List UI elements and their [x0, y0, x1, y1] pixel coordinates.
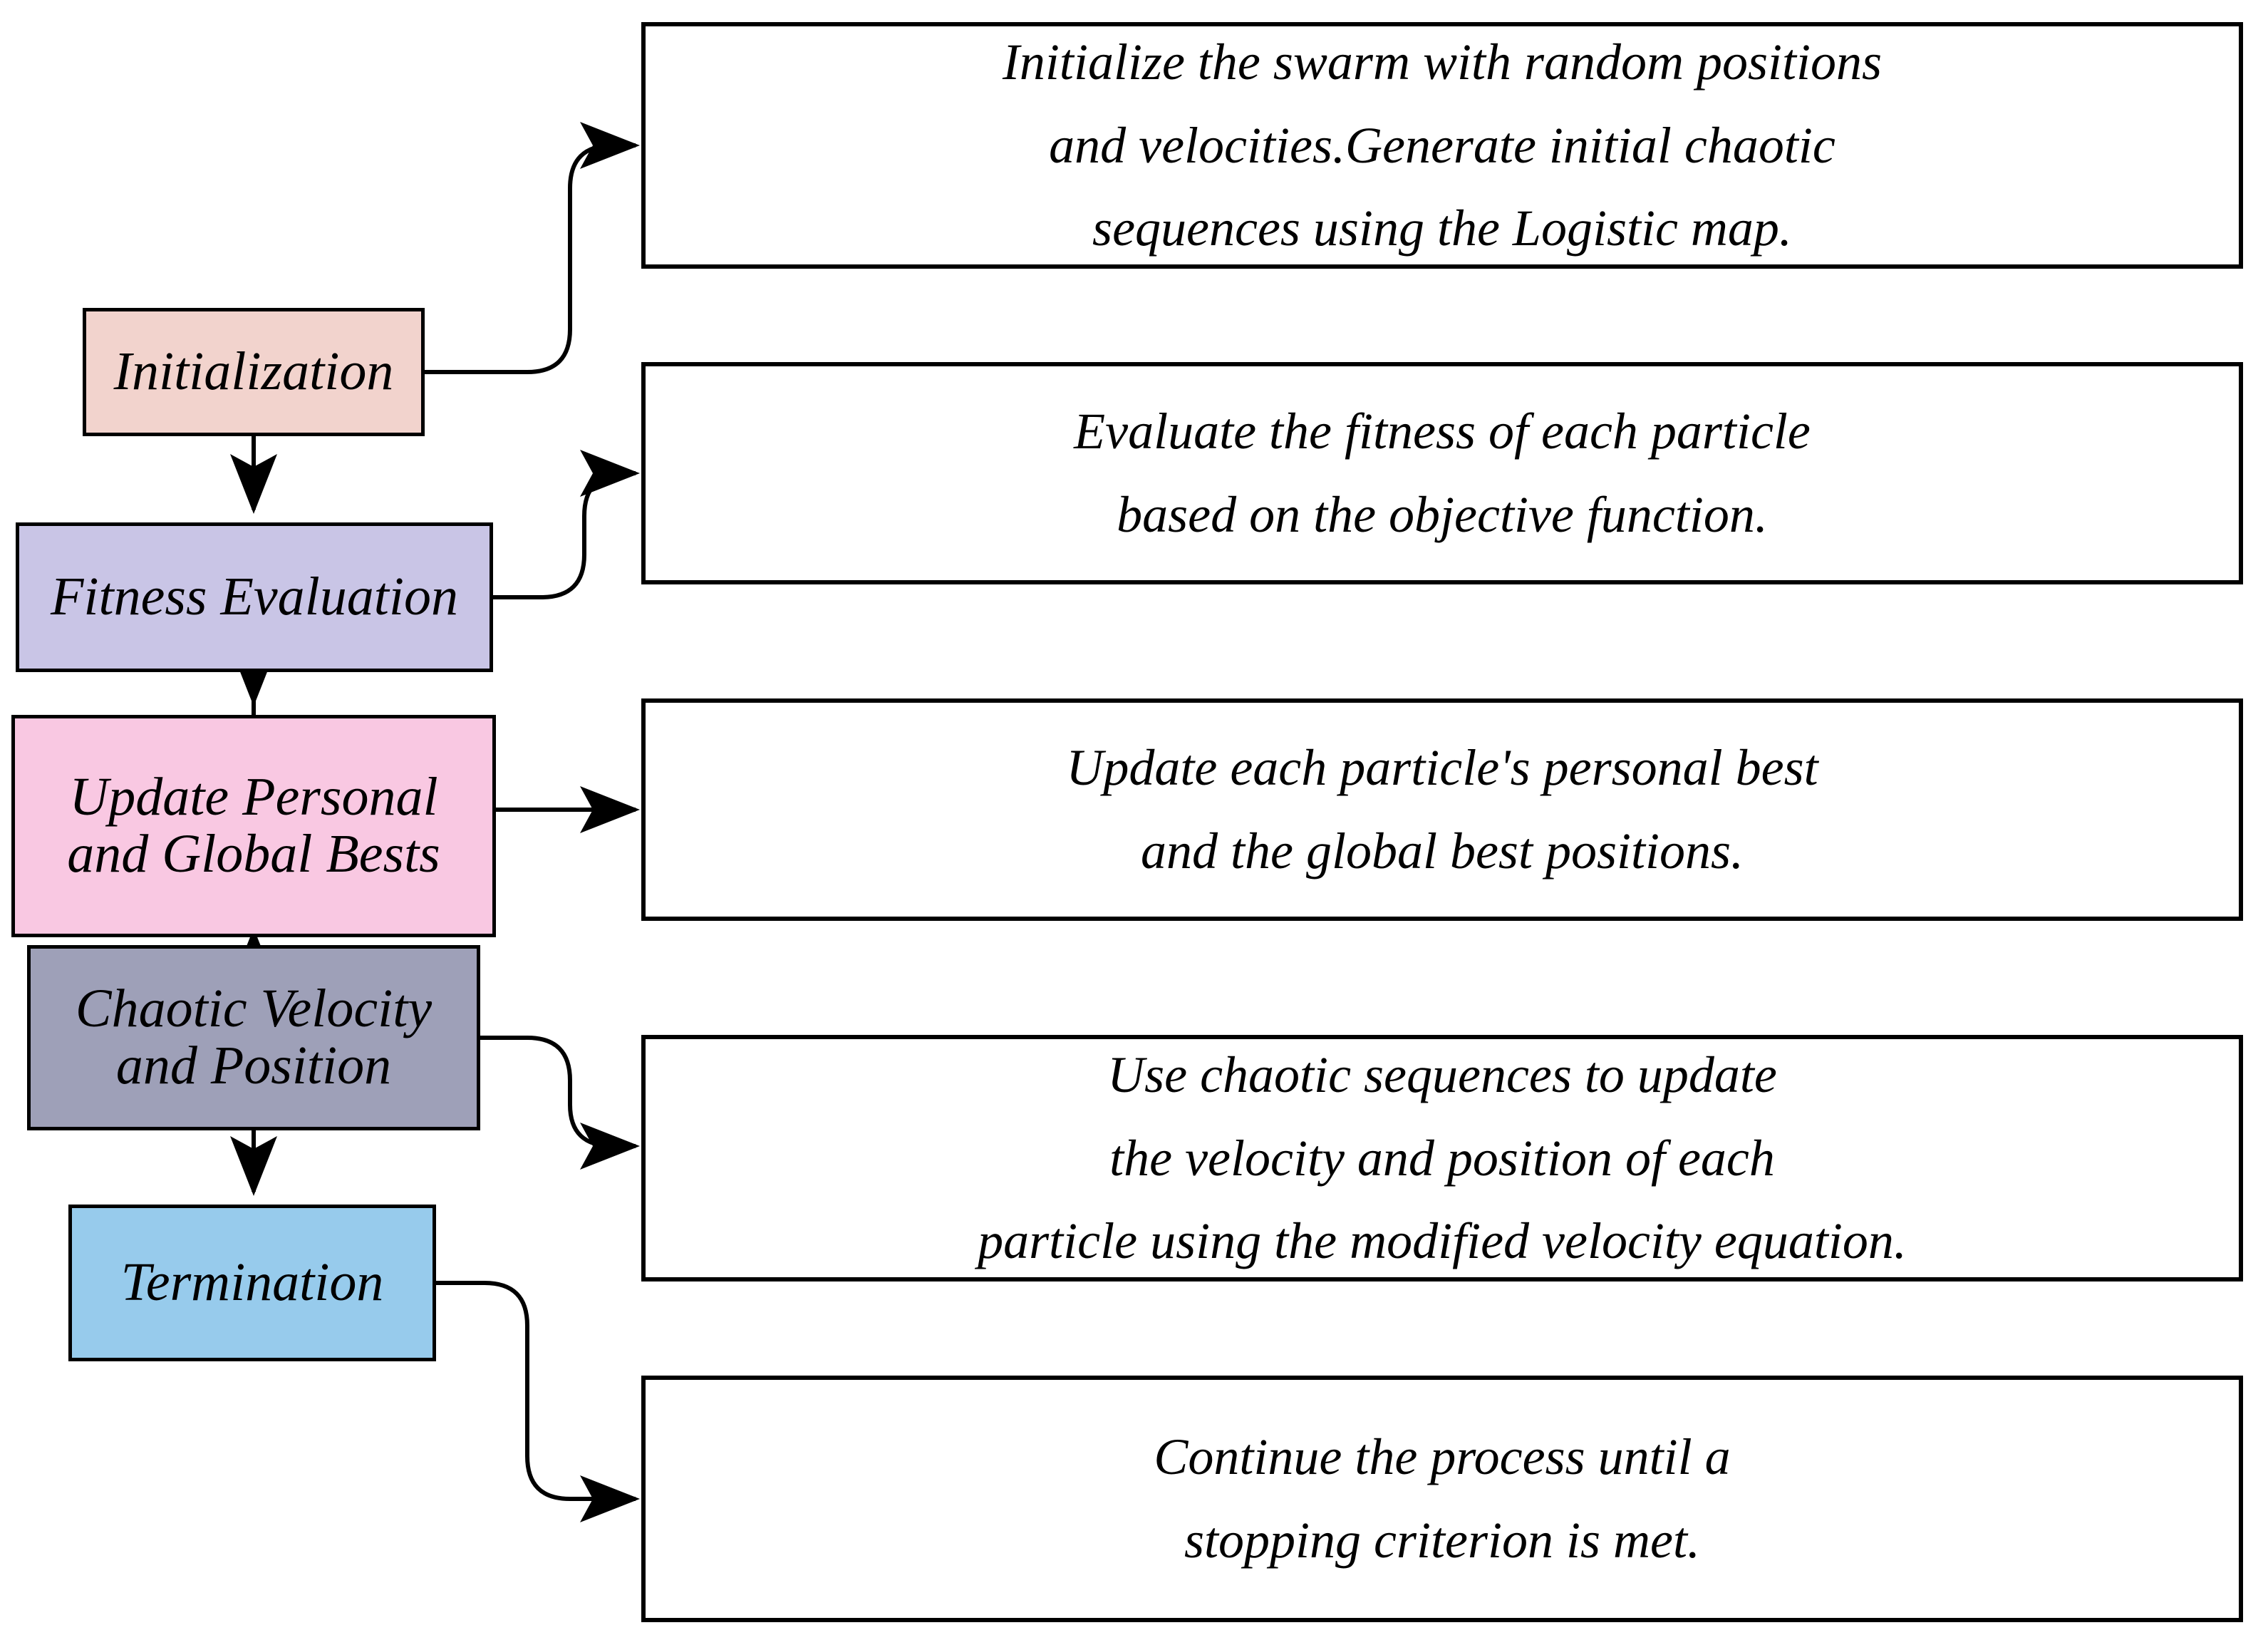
node-label: Fitness Evaluation: [50, 567, 459, 627]
description-box-update-bests: Update each particle's personal best and…: [641, 698, 2243, 921]
node-initialization[interactable]: Initialization: [83, 308, 425, 436]
node-termination[interactable]: Termination: [68, 1205, 436, 1361]
node-label: Chaotic Velocity and Position: [75, 979, 433, 1095]
annotation-arrow-termination: [436, 1281, 640, 1522]
node-label: Termination: [120, 1252, 384, 1313]
description-text: Initialize the swarm with random positio…: [1002, 33, 1883, 257]
node-label: Update Personal and Global Bests: [67, 767, 440, 884]
description-text: Evaluate the fitness of each particle ba…: [1074, 403, 1811, 543]
node-update-bests[interactable]: Update Personal and Global Bests: [11, 715, 496, 937]
node-label: Initialization: [113, 341, 394, 402]
description-text: Continue the process until a stopping cr…: [1154, 1428, 1731, 1569]
description-box-initialization: Initialize the swarm with random positio…: [641, 22, 2243, 269]
node-fitness-evaluation[interactable]: Fitness Evaluation: [16, 522, 493, 672]
node-chaotic-velocity-position[interactable]: Chaotic Velocity and Position: [27, 945, 480, 1130]
description-box-chaotic: Use chaotic sequences to update the velo…: [641, 1035, 2243, 1281]
description-box-termination: Continue the process until a stopping cr…: [641, 1376, 2243, 1622]
description-text: Update each particle's personal best and…: [1066, 739, 1818, 880]
annotation-arrow-initialization: [425, 122, 640, 374]
description-box-fitness: Evaluate the fitness of each particle ba…: [641, 362, 2243, 584]
description-text: Use chaotic sequences to update the velo…: [978, 1046, 1907, 1270]
annotation-arrow-group: [425, 122, 640, 1522]
annotation-arrow-fitness: [493, 450, 640, 599]
annotation-arrow-chaotic: [480, 1036, 640, 1170]
